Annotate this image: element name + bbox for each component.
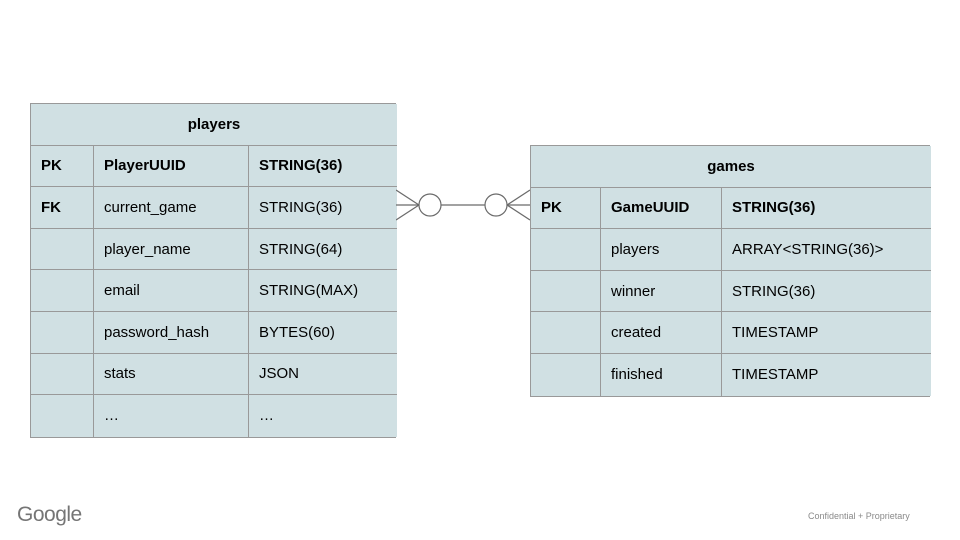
- cell-key: [531, 270, 601, 313]
- games-table-title: games: [531, 146, 931, 188]
- cell-field: GameUUID: [601, 187, 722, 230]
- cell-type: TIMESTAMP: [722, 312, 931, 354]
- google-logo: Google: [17, 503, 82, 526]
- cell-field: email: [94, 270, 249, 312]
- cell-type: STRING(64): [249, 228, 397, 271]
- cell-key: PK: [31, 145, 94, 188]
- cell-type: BYTES(60): [249, 311, 397, 354]
- cell-key: [31, 353, 94, 396]
- cell-key: [531, 229, 601, 271]
- zero-cardinality-circle-right: [484, 193, 508, 217]
- cell-field: winner: [601, 270, 722, 313]
- cell-type: STRING(36): [249, 187, 397, 229]
- cell-type: TIMESTAMP: [722, 353, 931, 396]
- cell-key: [31, 270, 94, 312]
- cell-type: STRING(MAX): [249, 270, 397, 312]
- cell-field: …: [94, 395, 249, 437]
- cell-field: players: [601, 229, 722, 271]
- relationship-connector: [396, 189, 530, 221]
- cell-field: player_name: [94, 228, 249, 271]
- players-table-title: players: [31, 104, 397, 146]
- cell-field: PlayerUUID: [94, 145, 249, 188]
- cell-type: ARRAY<STRING(36)>: [722, 229, 931, 271]
- cell-type: STRING(36): [722, 187, 931, 230]
- many-crowsfoot-left: [396, 189, 420, 221]
- cell-key: PK: [531, 187, 601, 230]
- cell-type: STRING(36): [722, 270, 931, 313]
- cell-field: password_hash: [94, 311, 249, 354]
- cell-field: finished: [601, 353, 722, 396]
- zero-cardinality-circle-left: [418, 193, 442, 217]
- cell-type: JSON: [249, 353, 397, 396]
- cell-field: created: [601, 312, 722, 354]
- cell-key: FK: [31, 187, 94, 229]
- cell-field: stats: [94, 353, 249, 396]
- cell-type: …: [249, 395, 397, 437]
- cell-type: STRING(36): [249, 145, 397, 188]
- games-table: games PK GameUUID STRING(36) players ARR…: [530, 145, 931, 397]
- players-table: players PK PlayerUUID STRING(36) FK curr…: [30, 103, 397, 438]
- cell-key: [531, 312, 601, 354]
- cell-key: [31, 311, 94, 354]
- cell-key: [31, 228, 94, 271]
- many-crowsfoot-right: [506, 189, 530, 221]
- cell-key: [31, 395, 94, 437]
- cell-key: [531, 353, 601, 396]
- cell-field: current_game: [94, 187, 249, 229]
- confidential-label: Confidential + Proprietary: [808, 511, 910, 521]
